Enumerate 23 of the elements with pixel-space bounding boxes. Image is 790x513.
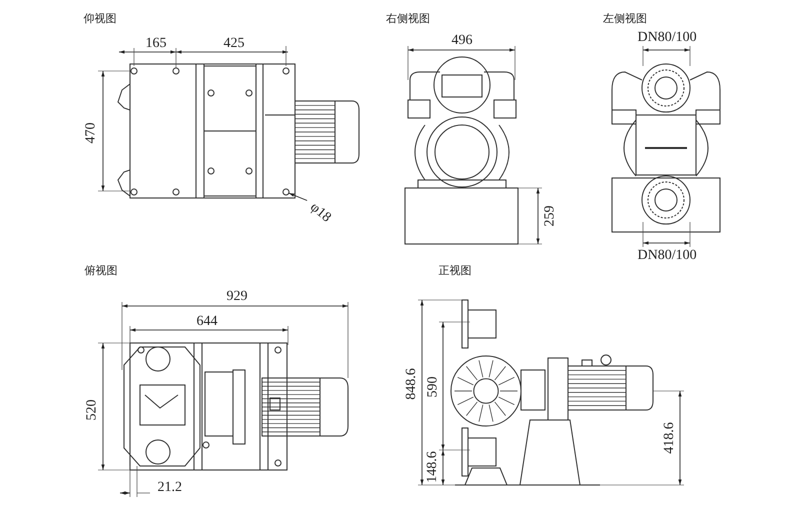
dimension-value: 496	[452, 34, 472, 48]
leader-line	[288, 192, 308, 201]
dimension-value: 148.6	[426, 451, 440, 483]
dimension-value: 470	[84, 122, 98, 144]
dimension-value: 21.2	[158, 481, 182, 495]
dimension-value: 644	[196, 315, 218, 329]
view-title: 左侧视图	[603, 12, 647, 24]
dimension-value: DN80/100	[638, 249, 697, 263]
dimension-value: 929	[226, 290, 248, 304]
view-title: 俯视图	[84, 264, 118, 276]
view-title: 正视图	[438, 264, 472, 276]
dimension-value: 418.6	[662, 422, 677, 454]
view-title: 右侧视图	[386, 12, 430, 24]
dimension-value: 590	[426, 376, 440, 398]
dimension-value: 520	[85, 400, 99, 420]
dimension-value: φ18	[307, 200, 333, 226]
dimension-value: DN80/100	[638, 31, 697, 45]
view-title: 仰视图	[84, 12, 116, 24]
dimension-value: 165	[146, 37, 166, 51]
dimension-value: 848.6	[404, 368, 419, 400]
mounting-hole	[282, 188, 290, 196]
dimension-value: 259	[543, 206, 557, 226]
dimension-value: 425	[224, 37, 244, 51]
